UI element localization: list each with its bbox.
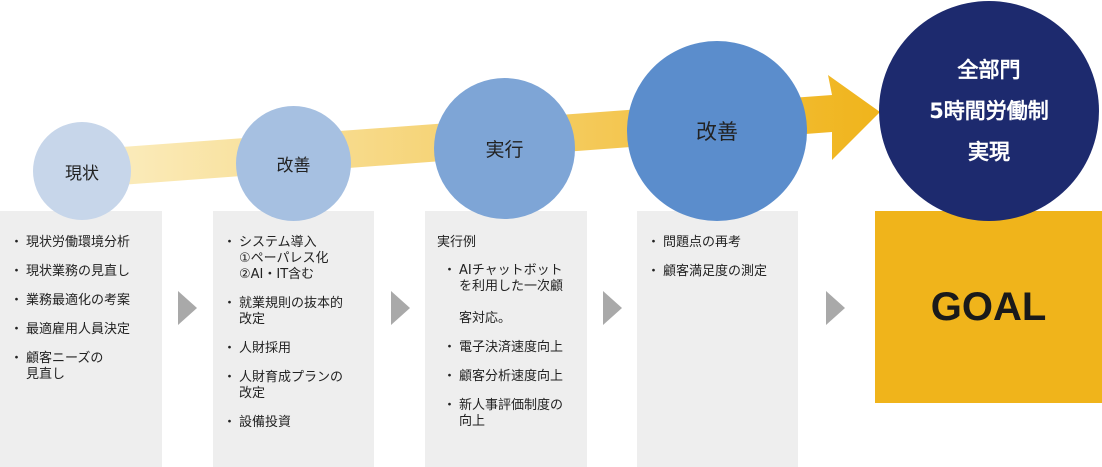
list-item: 最適雇用人員決定 [10, 322, 152, 338]
list-item: 現状業務の見直し [10, 264, 152, 280]
goal-circle: 全部門 5時間労働制 実現 [879, 1, 1099, 221]
stage-label: 改善 [696, 120, 738, 144]
list-item: 電子決済速度向上 [437, 340, 577, 356]
list-item: 顧客ニーズの 見直し [10, 351, 152, 383]
panel-1-list: 現状労働環境分析 現状業務の見直し 業務最適化の考案 最適雇用人員決定 顧客ニー… [10, 235, 152, 383]
stage-circle-improvement-2: 改善 [627, 41, 807, 221]
panel-3-heading: 実行例 [437, 235, 477, 250]
list-item: 問題点の再考 [647, 235, 788, 251]
goal-circle-label: 全部門 5時間労働制 実現 [929, 57, 1049, 164]
list-item: システム導入 ①ペーパレス化 ②AI・IT含む [223, 235, 364, 283]
list-item: 人財採用 [223, 341, 364, 357]
stage-circle-current: 現状 [33, 122, 131, 220]
goal-label: GOAL [930, 284, 1047, 329]
stage-circle-execution: 実行 [434, 78, 575, 219]
stage-label: 現状 [65, 163, 99, 184]
chevron-right-icon [826, 291, 845, 325]
list-item: 人財育成プランの 改定 [223, 370, 364, 402]
list-item: 就業規則の抜本的 改定 [223, 296, 364, 328]
list-item: AIチャットボット を利用した一次顧 客対応。 [437, 263, 577, 327]
stage-label: 改善 [276, 156, 311, 176]
panel-3-list: AIチャットボット を利用した一次顧 客対応。 電子決済速度向上 顧客分析速度向… [437, 263, 577, 430]
panel-improvement-2: 問題点の再考 顧客満足度の測定 [637, 211, 798, 467]
list-item: 現状労働環境分析 [10, 235, 152, 251]
panel-2-list: システム導入 ①ペーパレス化 ②AI・IT含む 就業規則の抜本的 改定 人財採用… [223, 235, 364, 431]
chevron-right-icon [603, 291, 622, 325]
list-item: 顧客分析速度向上 [437, 369, 577, 385]
goal-box: GOAL [875, 211, 1102, 403]
list-item: 新人事評価制度の 向上 [437, 398, 577, 430]
panel-4-list: 問題点の再考 顧客満足度の測定 [647, 235, 788, 280]
list-item: 業務最適化の考案 [10, 293, 152, 309]
stage-circle-improvement-1: 改善 [236, 106, 351, 221]
list-item: 設備投資 [223, 415, 364, 431]
list-item: 顧客満足度の測定 [647, 264, 788, 280]
panel-execution: 実行例 AIチャットボット を利用した一次顧 客対応。 電子決済速度向上 顧客分… [425, 211, 587, 467]
chevron-right-icon [178, 291, 197, 325]
panel-improvement-1: システム導入 ①ペーパレス化 ②AI・IT含む 就業規則の抜本的 改定 人財採用… [213, 211, 374, 467]
stage-label: 実行 [485, 139, 524, 161]
chevron-right-icon [391, 291, 410, 325]
panel-current-state: 現状労働環境分析 現状業務の見直し 業務最適化の考案 最適雇用人員決定 顧客ニー… [0, 211, 162, 467]
